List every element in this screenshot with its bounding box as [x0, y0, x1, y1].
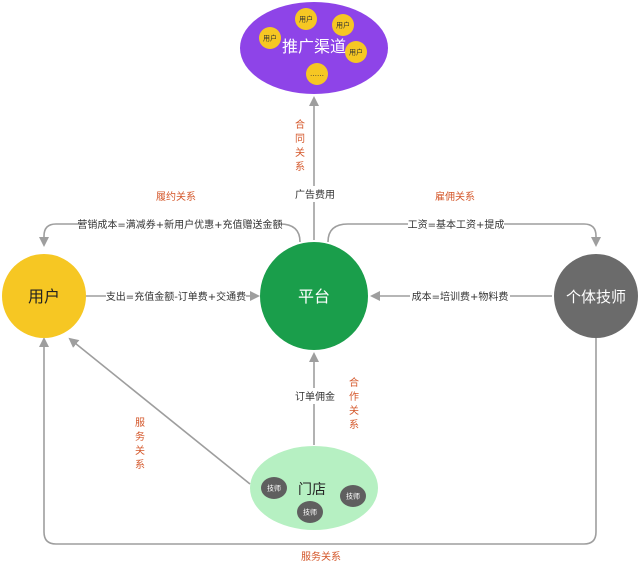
store-tech-1: 技师 [261, 477, 287, 499]
user-label: 用户 [28, 287, 60, 306]
edge-platform-user [39, 223, 301, 247]
channel-mini-user-3: 用户 [332, 14, 354, 36]
relation-service-left: 服务关系 [135, 417, 145, 471]
technician-node: 个体技师 [554, 254, 638, 338]
edge-label-wage: 工资=基本工资+提成 [408, 218, 505, 231]
edge-label-commission: 订单佣金 [295, 390, 335, 403]
svg-text:技师: 技师 [346, 492, 360, 501]
platform-label: 平台 [298, 287, 330, 306]
edge-label-marketing-cost: 营销成本=满减券+新用户优惠+充值赠送金额 [77, 218, 282, 231]
relation-employment: 雇佣关系 [435, 190, 475, 203]
svg-text:用户: 用户 [299, 15, 313, 24]
edge-platform-technician [327, 223, 601, 247]
store-label: 门店 [298, 482, 326, 498]
channel-node: 用户 用户 用户 用户 …… 推广渠道 [240, 2, 388, 94]
store-node: 门店 技师 技师 技师 [250, 446, 378, 530]
edge-label-tech-cost: 成本=培训费+物料费 [412, 290, 509, 303]
svg-text:用户: 用户 [336, 21, 350, 30]
svg-text:技师: 技师 [303, 508, 317, 517]
svg-text:用户: 用户 [263, 34, 277, 43]
store-tech-3: 技师 [297, 501, 323, 523]
channel-mini-more: …… [306, 63, 328, 85]
channel-mini-user-4: 用户 [345, 41, 367, 63]
edge-label-user-spend: 支出=充值金额-订单费+交通费 [106, 290, 246, 303]
channel-mini-user-2: 用户 [295, 8, 317, 30]
relation-service-bottom: 服务关系 [301, 550, 341, 563]
channel-label: 推广渠道 [282, 37, 346, 56]
svg-text:技师: 技师 [267, 484, 281, 493]
platform-node: 平台 [260, 242, 368, 350]
svg-text:用户: 用户 [349, 48, 363, 57]
technician-label: 个体技师 [566, 288, 626, 306]
edge-technician-user-loop [39, 336, 597, 545]
edge-store-user [68, 337, 251, 485]
user-node: 用户 [2, 254, 86, 338]
relation-cooperation: 合作关系 [349, 376, 359, 431]
relation-fulfillment: 履约关系 [156, 190, 196, 203]
edge-label-ad-fee: 广告费用 [295, 188, 335, 201]
store-tech-2: 技师 [340, 485, 366, 507]
relation-contract: 合同关系 [295, 118, 305, 173]
channel-mini-user-1: 用户 [259, 27, 281, 49]
svg-text:……: …… [310, 70, 324, 78]
